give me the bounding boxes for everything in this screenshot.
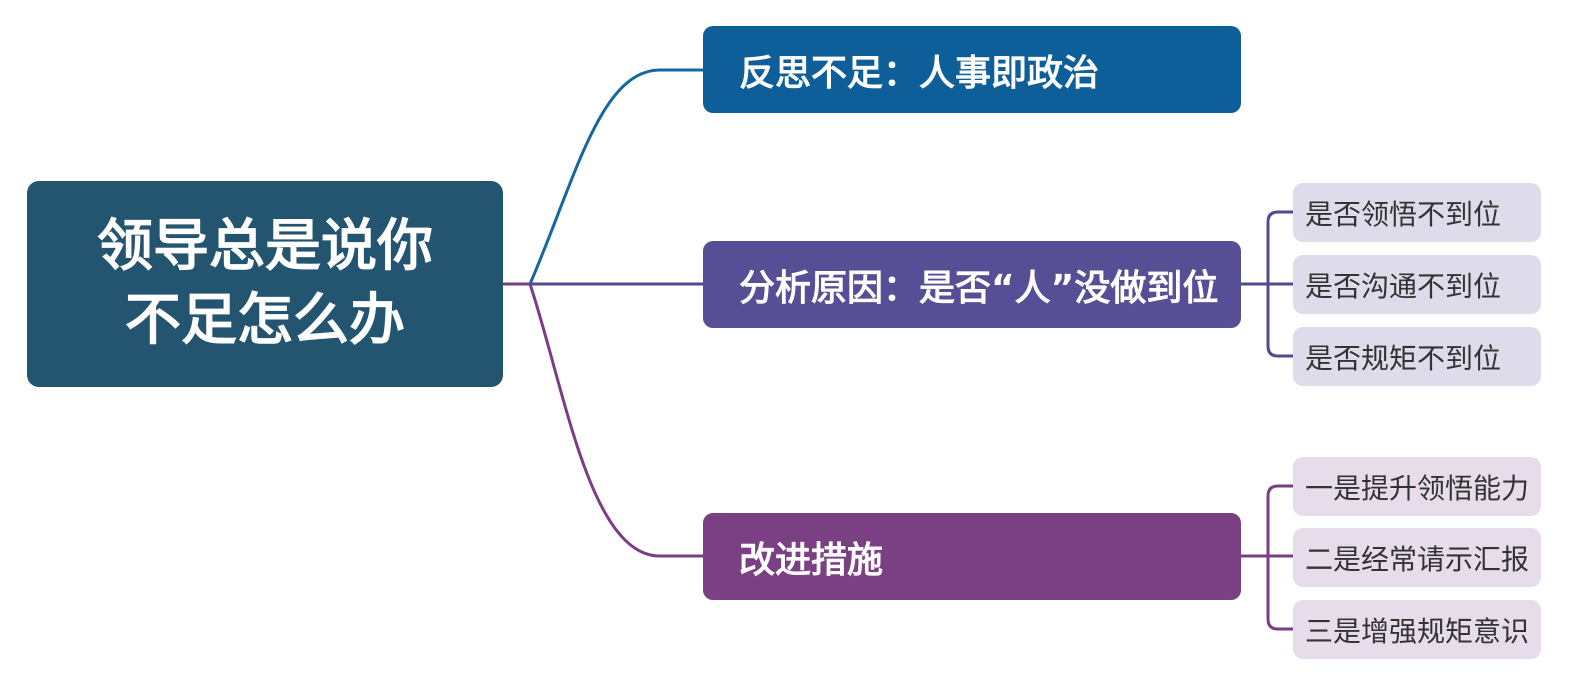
root-title-line-2: 不足怎么办 [125, 288, 405, 353]
leaf-label: 三是增强规矩意识 [1305, 614, 1530, 648]
connector-root-to-branch-3 [528, 283, 703, 558]
leaf-node-improve-comprehension[interactable]: 一是提升领悟能力 [1293, 457, 1541, 516]
branch-node-improvement[interactable]: 改进措施 [703, 513, 1241, 600]
connector-root-to-branch-1 [528, 68, 703, 285]
branch-label: 分析原因：是否“人”没做到位 [739, 267, 1219, 309]
leaf-label: 是否沟通不到位 [1305, 269, 1502, 303]
root-title-line-1: 领导总是说你 [97, 214, 433, 279]
branch-label: 反思不足：人事即政治 [739, 52, 1100, 94]
leaf-label: 一是提升领悟能力 [1305, 471, 1530, 505]
leaf-label: 是否规矩不到位 [1305, 341, 1502, 375]
leaf-node-report-often[interactable]: 二是经常请示汇报 [1293, 528, 1541, 587]
branch-node-analysis[interactable]: 分析原因：是否“人”没做到位 [703, 241, 1241, 328]
leaf-node-rule-awareness[interactable]: 三是增强规矩意识 [1293, 600, 1541, 659]
leaf-label: 是否领悟不到位 [1305, 197, 1502, 231]
leaf-node-rules[interactable]: 是否规矩不到位 [1293, 327, 1541, 386]
leaf-label: 二是经常请示汇报 [1305, 542, 1530, 576]
branch-node-reflection[interactable]: 反思不足：人事即政治 [703, 26, 1241, 113]
root-node[interactable]: 领导总是说你 不足怎么办 [27, 181, 503, 387]
leaf-node-communication[interactable]: 是否沟通不到位 [1293, 255, 1541, 314]
branch-label: 改进措施 [739, 539, 884, 581]
leaf-node-comprehension[interactable]: 是否领悟不到位 [1293, 183, 1541, 242]
